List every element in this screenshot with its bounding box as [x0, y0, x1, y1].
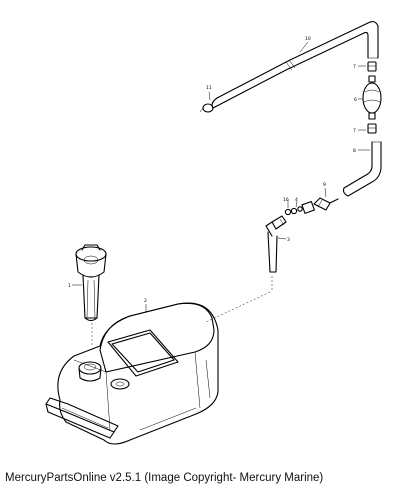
hose-connector[interactable]: [313, 197, 339, 211]
exploded-parts-diagram: 10 11 7 6 7 8 9: [45, 20, 382, 445]
tank-elbow-fitting[interactable]: [265, 215, 287, 273]
callout-9: 9: [323, 182, 326, 188]
lower-fuel-hose[interactable]: [342, 141, 382, 197]
callout-10: 10: [305, 36, 311, 42]
primer-bulb[interactable]: [362, 75, 382, 120]
callout-2: 2: [144, 298, 147, 304]
callout-7b: 7: [353, 128, 356, 134]
fuel-gauge-pickup[interactable]: [75, 244, 107, 322]
fitting-washers[interactable]: [284, 200, 315, 216]
callout-8: 8: [353, 148, 356, 154]
callout-4: 4: [295, 197, 298, 203]
callout-1: 1: [68, 283, 71, 289]
check-valve-bottom[interactable]: [367, 123, 377, 134]
copyright-caption: MercuryPartsOnline v2.5.1 (Image Copyrig…: [5, 472, 324, 484]
callout-6: 6: [354, 97, 357, 103]
callout-3: 3: [287, 237, 290, 243]
callout-7a: 7: [353, 64, 356, 70]
fuel-tank[interactable]: [45, 302, 219, 445]
callout-11: 11: [206, 85, 212, 91]
hose-clamp[interactable]: [199, 103, 214, 113]
check-valve-top[interactable]: [367, 61, 377, 72]
callout-16: 16: [283, 197, 289, 203]
